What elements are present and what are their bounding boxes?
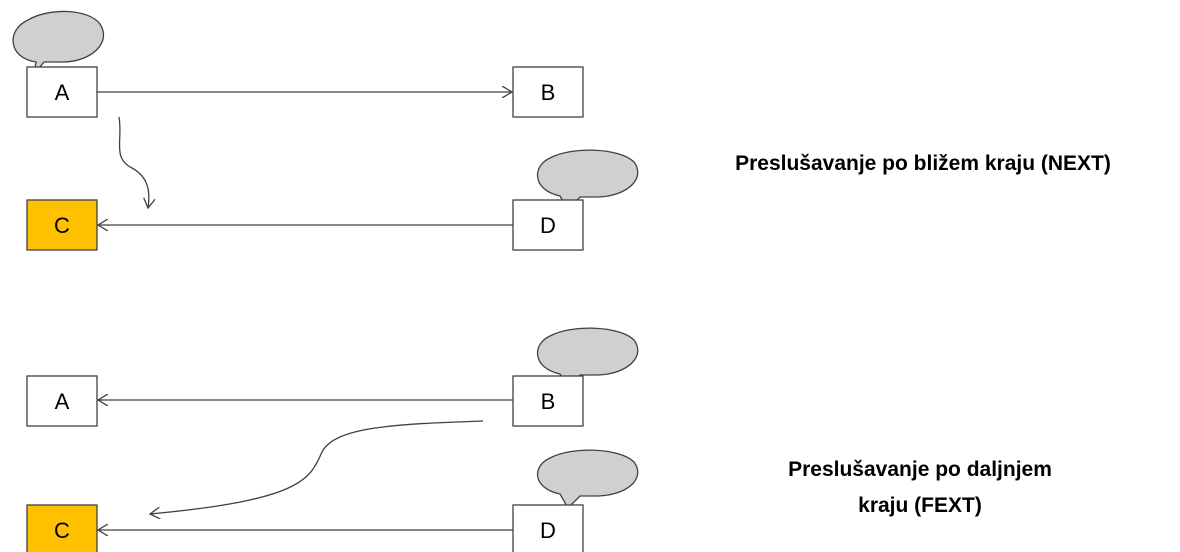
next-section: A B C D Preslušavanje po bližem kraju (N… <box>12 10 1111 251</box>
node-b-box <box>512 66 584 118</box>
node-d-label: D <box>540 213 556 238</box>
node-c-label: C <box>54 518 70 543</box>
node-a-label: A <box>55 80 70 105</box>
node-b-label: B <box>541 389 556 414</box>
node-b-label: B <box>541 80 556 105</box>
node-a-label: A <box>55 389 70 414</box>
fext-section: A B C D Preslušavanje po daljnjem kraju … <box>26 327 1052 552</box>
coupling-arrow-next <box>118 116 149 208</box>
node-b-box <box>512 375 584 427</box>
node-a-box <box>26 66 98 118</box>
fext-caption-line1: Preslušavanje po daljnjem <box>788 458 1052 481</box>
speech-bubble-d <box>536 449 639 510</box>
speech-bubble-d <box>536 149 639 212</box>
speech-bubble-b <box>536 327 639 390</box>
node-c-label: C <box>54 213 70 238</box>
coupling-arrow-fext <box>150 420 484 514</box>
fext-caption-line2: kraju (FEXT) <box>858 494 982 517</box>
speech-bubble-a <box>12 10 105 77</box>
node-a-box <box>26 375 98 427</box>
node-d-label: D <box>540 518 556 543</box>
next-caption: Preslušavanje po bližem kraju (NEXT) <box>735 152 1111 175</box>
node-d-box <box>512 199 584 251</box>
node-c-box <box>26 199 98 251</box>
